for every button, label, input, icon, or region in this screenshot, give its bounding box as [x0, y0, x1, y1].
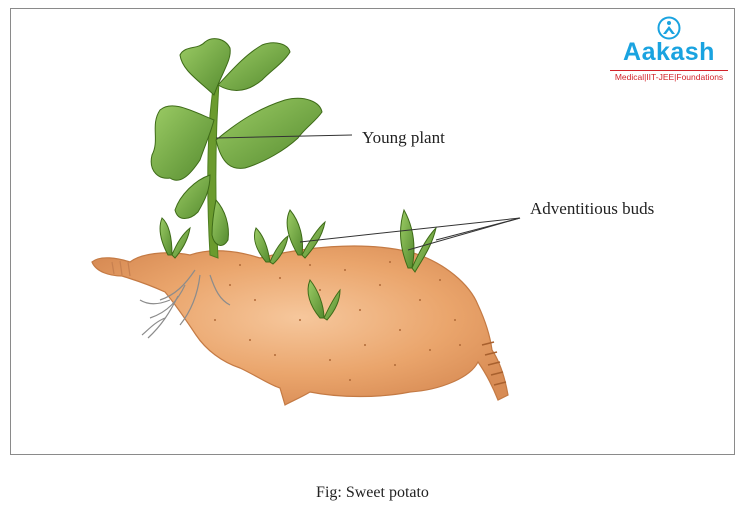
- tuber-speckles: [214, 261, 461, 381]
- logo-wordmark: Aakash: [623, 38, 715, 66]
- aakash-logo: Aakash Medical|IIT-JEE|Foundations: [610, 16, 728, 86]
- tuber-neck: [111, 260, 131, 277]
- label-pointers: [215, 134, 521, 251]
- logo-tagline: Medical|IIT-JEE|Foundations: [610, 70, 728, 82]
- adventitious-buds: [159, 208, 437, 321]
- label-adventitious-buds: Adventitious buds: [530, 199, 655, 218]
- figure-caption: Fig: Sweet potato: [316, 484, 429, 501]
- young-plant-leaves: [150, 38, 323, 246]
- label-young-plant: Young plant: [362, 128, 445, 147]
- tuber: [91, 245, 509, 406]
- tuber-tail: [481, 341, 507, 386]
- aakash-emblem-icon: [657, 16, 681, 40]
- roots: [139, 269, 231, 339]
